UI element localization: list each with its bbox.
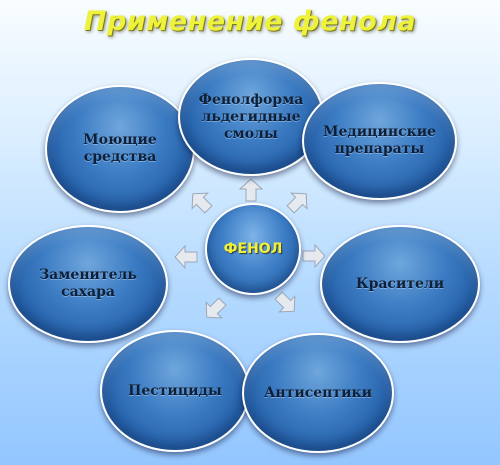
- diagram-title: Применение фенола: [83, 6, 417, 37]
- arrow-icon: [302, 243, 326, 269]
- node-antiseptics: Антисептики: [242, 333, 394, 453]
- arrow-icon: [191, 192, 213, 214]
- node-pesticides: Пестициды: [100, 330, 250, 452]
- node-sweetener: Заменитель сахара: [8, 225, 168, 343]
- arrow-icon: [274, 291, 296, 313]
- arrow-icon: [174, 244, 198, 270]
- arrow-icon: [205, 297, 227, 319]
- center-node: ФЕНОЛ: [205, 203, 301, 295]
- node-detergents: Моющие средства: [45, 85, 195, 213]
- node-dyes: Красители: [320, 225, 480, 343]
- node-resins: Фенолформа льдегидные смолы: [178, 58, 324, 176]
- node-medicines: Медицинские препараты: [302, 82, 457, 200]
- arrow-icon: [238, 178, 264, 202]
- arrow-icon: [286, 192, 308, 214]
